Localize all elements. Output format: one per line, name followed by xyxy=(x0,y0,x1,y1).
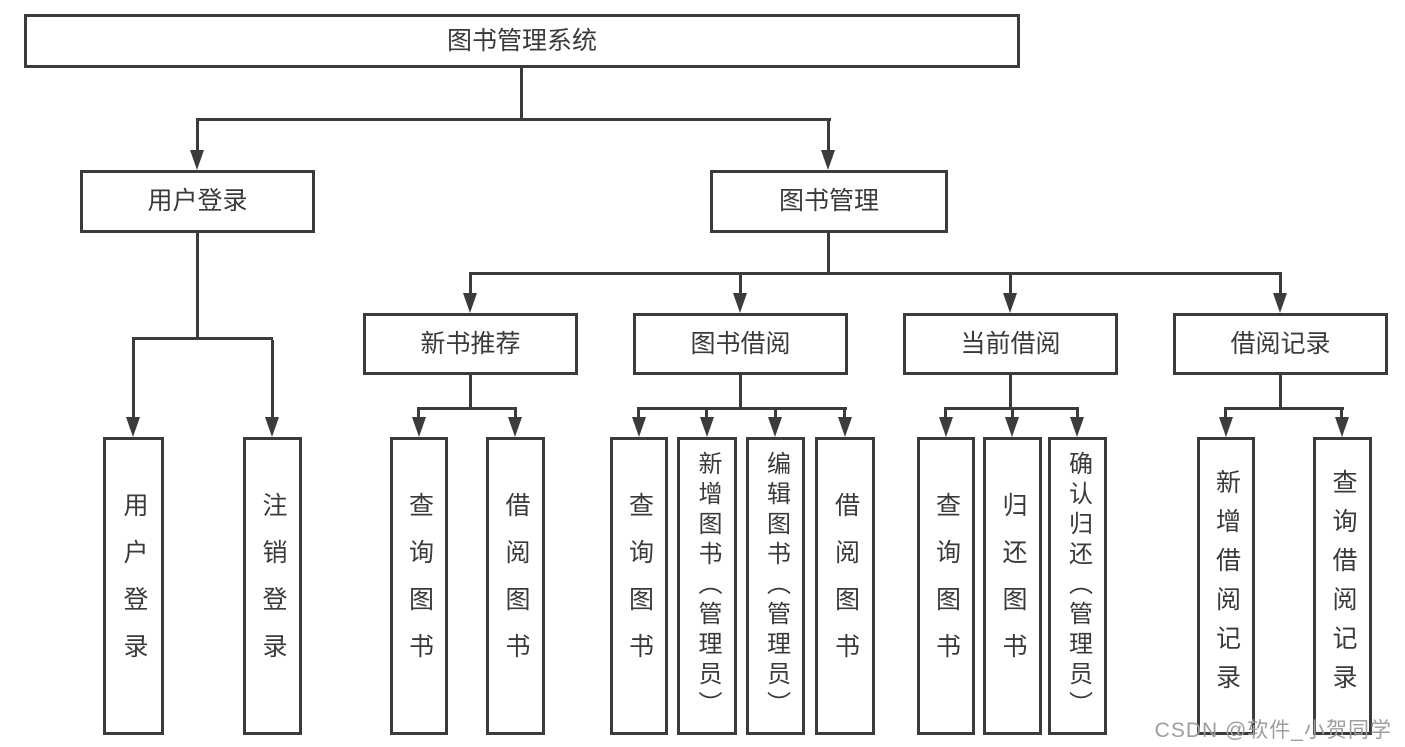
node-label: 借阅记录 xyxy=(1230,329,1331,358)
connector-line xyxy=(774,410,777,419)
connector-line xyxy=(132,340,135,417)
node-label: 用户登录 xyxy=(147,187,248,215)
connector-line xyxy=(1224,407,1344,410)
connector-line xyxy=(1279,375,1282,410)
node-label: 当前借阅 xyxy=(960,329,1061,358)
connector-line xyxy=(1011,410,1014,419)
node-book-management-system: 图书管理系统 xyxy=(24,14,1020,68)
connector-line xyxy=(1340,410,1343,419)
leaf-query-books-current: 查询图书 xyxy=(917,437,975,735)
leaf-borrow-books-recommend: 借阅图书 xyxy=(486,437,545,735)
arrow-down xyxy=(463,293,477,313)
connector-line xyxy=(469,375,472,410)
arrow-down xyxy=(126,417,140,437)
connector-line xyxy=(739,275,742,295)
node-label: 查询图书 xyxy=(405,492,434,680)
node-borrow-records: 借阅记录 xyxy=(1173,313,1388,375)
node-book-management: 图书管理 xyxy=(710,170,948,233)
leaf-user-login: 用户登录 xyxy=(103,437,164,735)
node-label: 编辑图书（管理员） xyxy=(762,451,790,721)
connector-line xyxy=(1009,275,1012,295)
connector-line xyxy=(132,337,273,340)
leaf-add-borrow-record: 新增借阅记录 xyxy=(1197,437,1255,735)
node-label: 查询图书 xyxy=(932,492,961,680)
arrow-down xyxy=(632,417,646,437)
leaf-query-books-recommend: 查询图书 xyxy=(390,437,448,735)
arrow-down xyxy=(265,417,279,437)
arrow-down xyxy=(838,417,852,437)
node-new-book-recommend: 新书推荐 xyxy=(363,313,578,375)
connector-line xyxy=(637,407,847,410)
csdn-watermark: CSDN @软件_小贺同学 xyxy=(1154,719,1392,742)
node-label: 图书管理 xyxy=(778,187,879,215)
connector-line xyxy=(739,375,742,410)
leaf-logout: 注销登录 xyxy=(243,437,302,735)
leaf-borrow-books: 借阅图书 xyxy=(815,437,875,735)
arrow-down xyxy=(1070,417,1084,437)
leaf-add-book-admin: 新增图书（管理员） xyxy=(677,437,737,735)
connector-line xyxy=(417,407,517,410)
arrow-down xyxy=(939,417,953,437)
node-label: 新书推荐 xyxy=(420,329,521,358)
connector-line xyxy=(843,410,846,419)
connector-line xyxy=(827,121,830,152)
arrow-down xyxy=(1005,417,1019,437)
arrow-down xyxy=(190,150,204,170)
node-user-login: 用户登录 xyxy=(80,170,315,233)
connector-line xyxy=(827,233,830,275)
connector-line xyxy=(196,118,831,121)
connector-line xyxy=(271,340,274,417)
connector-line xyxy=(944,410,947,419)
leaf-edit-book-admin: 编辑图书（管理员） xyxy=(746,437,805,735)
arrow-down xyxy=(1335,417,1349,437)
connector-line xyxy=(705,410,708,419)
node-label: 新增图书（管理员） xyxy=(694,451,721,721)
arrow-down xyxy=(768,417,782,437)
node-label: 借阅图书 xyxy=(502,492,530,680)
arrow-down xyxy=(1219,417,1233,437)
connector-line xyxy=(1224,410,1227,419)
node-label: 借阅图书 xyxy=(831,492,860,680)
arrow-down xyxy=(733,293,747,313)
arrow-down xyxy=(821,150,835,170)
connector-line xyxy=(196,121,199,152)
leaf-query-borrow-record: 查询借阅记录 xyxy=(1313,437,1372,735)
node-book-borrow: 图书借阅 xyxy=(633,313,848,375)
arrow-down xyxy=(1003,293,1017,313)
connector-line xyxy=(1076,410,1079,419)
arrow-down xyxy=(1273,293,1287,313)
leaf-confirm-return-admin: 确认归还（管理员） xyxy=(1048,437,1107,735)
arrow-down xyxy=(700,417,714,437)
node-label: 新增借阅记录 xyxy=(1212,469,1241,703)
connector-line xyxy=(637,410,640,419)
connector-line xyxy=(520,68,523,121)
connector-line xyxy=(196,233,199,337)
node-label: 图书管理系统 xyxy=(446,26,597,55)
connector-line xyxy=(1279,275,1282,295)
connector-line xyxy=(417,410,420,419)
node-label: 用户登录 xyxy=(120,492,148,680)
arrow-down xyxy=(412,417,426,437)
node-label: 查询借阅记录 xyxy=(1329,469,1357,703)
connector-line xyxy=(514,410,517,419)
node-label: 查询图书 xyxy=(625,492,654,680)
connector-line xyxy=(469,275,472,295)
node-label: 注销登录 xyxy=(259,492,287,680)
connector-line xyxy=(944,407,1079,410)
node-label: 确认归还（管理员） xyxy=(1064,451,1092,721)
node-label: 图书借阅 xyxy=(690,329,791,358)
arrow-down xyxy=(508,417,522,437)
node-current-borrow: 当前借阅 xyxy=(903,313,1118,375)
connector-line xyxy=(1009,375,1012,410)
connector-line xyxy=(469,272,1282,275)
leaf-query-books-borrow: 查询图书 xyxy=(610,437,668,735)
node-label: 归还图书 xyxy=(999,492,1027,680)
leaf-return-books: 归还图书 xyxy=(983,437,1042,735)
